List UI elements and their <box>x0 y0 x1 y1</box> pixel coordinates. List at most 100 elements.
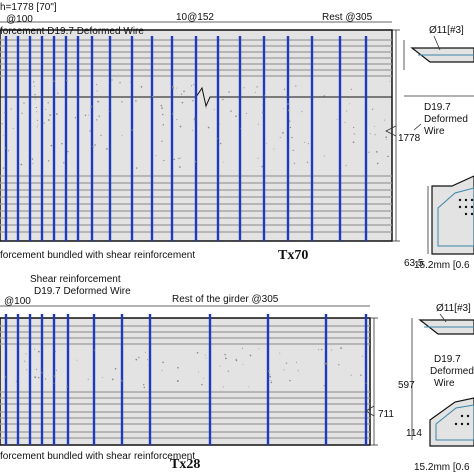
concrete-speck <box>365 382 367 384</box>
concrete-speck <box>1 123 3 125</box>
concrete-speck <box>55 369 58 371</box>
concrete-speck <box>246 112 248 114</box>
concrete-speck <box>94 349 96 351</box>
concrete-speck <box>219 142 222 145</box>
tx28-section-wire-label-line3: Wire <box>434 378 455 389</box>
concrete-speck <box>261 165 264 168</box>
tx70-strand-label: 15.2mm [0.6 <box>414 260 470 271</box>
concrete-speck <box>350 88 352 90</box>
concrete-speck <box>163 159 165 162</box>
concrete-speck <box>249 354 252 357</box>
concrete-speck <box>47 102 49 104</box>
concrete-speck <box>161 370 163 372</box>
concrete-speck <box>144 351 146 353</box>
concrete-speck <box>385 136 387 139</box>
concrete-speck <box>225 357 227 360</box>
concrete-speck <box>21 112 23 114</box>
concrete-speck <box>368 151 370 153</box>
concrete-speck <box>44 378 47 380</box>
concrete-speck <box>257 157 259 159</box>
concrete-speck <box>54 350 57 353</box>
concrete-speck <box>143 384 145 386</box>
concrete-speck <box>135 100 137 102</box>
concrete-speck <box>257 123 259 125</box>
tx70-section-wire-label-line2: Deformed <box>424 114 468 125</box>
concrete-speck <box>224 353 226 356</box>
concrete-speck <box>273 148 275 150</box>
concrete-speck <box>98 115 100 117</box>
tx28-section-top-flange <box>411 318 474 440</box>
concrete-speck <box>143 386 145 389</box>
concrete-speck <box>152 95 154 98</box>
concrete-speck <box>350 374 352 376</box>
tx70-stirrups <box>4 36 368 241</box>
concrete-speck <box>76 359 78 361</box>
concrete-speck <box>111 79 113 81</box>
concrete-speck <box>180 93 183 95</box>
concrete-speck <box>160 104 163 107</box>
concrete-speck <box>242 363 244 365</box>
concrete-speck <box>254 91 256 93</box>
concrete-speck <box>33 81 35 83</box>
concrete-speck <box>96 90 98 92</box>
tx28-rest-spacing-label: Rest of the girder @305 <box>172 294 279 305</box>
concrete-speck <box>353 133 355 135</box>
tx70-section-wire-label-line1: D19.7 <box>424 102 451 113</box>
concrete-speck <box>43 122 45 124</box>
concrete-speck <box>114 367 117 370</box>
tx28-title: Tx28 <box>170 457 200 472</box>
concrete-speck <box>84 114 87 117</box>
concrete-speck <box>24 360 26 362</box>
concrete-speck <box>292 149 294 152</box>
concrete-speck <box>285 362 288 364</box>
concrete-speck <box>36 126 38 128</box>
concrete-speck <box>289 126 292 129</box>
tx70-section-side-leader <box>413 123 422 131</box>
tx70-height-dimension-label: 1778 <box>398 133 421 144</box>
concrete-speck <box>41 372 43 374</box>
concrete-speck <box>34 94 36 96</box>
concrete-speck <box>345 164 347 166</box>
concrete-speck <box>376 162 379 165</box>
concrete-speck <box>34 376 36 378</box>
concrete-speck <box>36 119 39 121</box>
concrete-speck <box>183 90 185 93</box>
concrete-speck <box>2 135 4 137</box>
concrete-speck <box>238 114 240 116</box>
concrete-speck <box>96 84 98 86</box>
concrete-speck <box>373 125 375 127</box>
concrete-speck <box>111 378 114 381</box>
tx28-section-bottom-dimension: 114 <box>406 428 422 439</box>
concrete-speck <box>282 132 284 134</box>
concrete-speck <box>283 369 285 371</box>
concrete-speck <box>33 85 35 87</box>
concrete-speck <box>37 376 40 379</box>
concrete-speck <box>162 361 164 364</box>
concrete-speck <box>289 379 291 382</box>
tx70-shear-reinforcement-label: forcement D19.7 Deformed Wire <box>0 26 144 37</box>
concrete-speck <box>66 385 68 388</box>
concrete-speck <box>25 353 27 355</box>
concrete-speck <box>269 375 272 378</box>
concrete-speck <box>325 362 328 365</box>
concrete-speck <box>269 374 271 376</box>
concrete-speck <box>306 161 309 163</box>
concrete-speck <box>191 130 193 131</box>
concrete-speck <box>50 144 53 147</box>
concrete-speck <box>35 368 37 370</box>
concrete-speck <box>97 100 100 103</box>
tx70-section-top-flange <box>403 40 474 70</box>
concrete-speck <box>219 365 221 367</box>
concrete-speck <box>106 148 108 150</box>
tx28-section-top-leader <box>439 313 447 323</box>
concrete-speck <box>176 380 179 382</box>
concrete-speck <box>196 351 199 354</box>
tx28-section-wire-top-label: Ø11[#3] <box>436 303 471 314</box>
concrete-speck <box>20 163 23 166</box>
tx28-elevation <box>0 305 371 446</box>
concrete-speck <box>74 117 77 119</box>
concrete-speck <box>205 357 207 359</box>
concrete-speck <box>235 115 237 117</box>
concrete-speck <box>10 108 12 110</box>
tx28-section-wire-label-line2: Deformed <box>430 366 474 377</box>
